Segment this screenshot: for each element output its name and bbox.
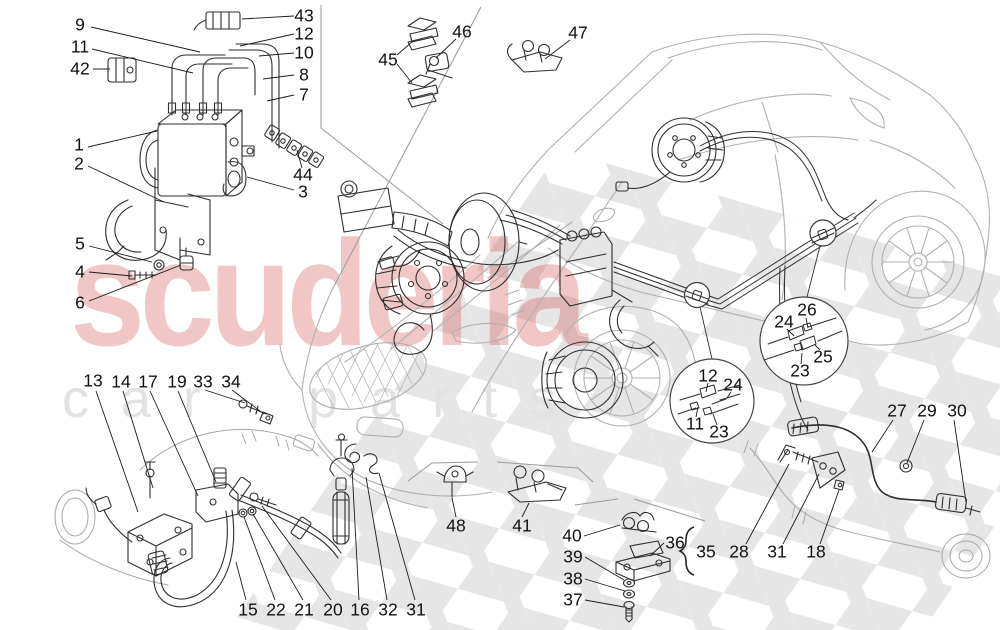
callout-10-10: 10	[294, 42, 314, 63]
callout-7-12: 7	[299, 84, 309, 105]
callout-8-11: 8	[299, 64, 309, 85]
callout-14-19: 14	[111, 371, 131, 392]
section-divider-lines	[320, 5, 706, 522]
callout-38-35: 38	[563, 568, 583, 589]
callout-33-22: 33	[193, 371, 213, 392]
front-brake-hose-assembly	[85, 399, 342, 608]
callout-15-24: 15	[238, 599, 258, 620]
callout-41-32: 41	[512, 515, 532, 536]
watermark-brand: scuderia	[70, 209, 587, 377]
callout-30-44: 30	[947, 400, 967, 421]
callout-13-18: 13	[83, 370, 103, 391]
callout-3-14: 3	[298, 181, 308, 202]
front-car-outline	[279, 181, 698, 509]
callout-45-15: 45	[378, 49, 398, 70]
callout-20-27: 20	[323, 599, 343, 620]
callout-27-42: 27	[887, 400, 907, 421]
callout-12-9: 12	[294, 23, 314, 44]
callout-44-13: 44	[293, 164, 313, 185]
dark-parts	[85, 11, 981, 623]
booster-master-cylinder	[337, 180, 528, 292]
callout-12-49: 12	[698, 365, 718, 386]
callout-31-40: 31	[767, 541, 787, 562]
group-35-40-parts	[615, 511, 671, 623]
callout-16-28: 16	[350, 599, 370, 620]
callout-5-5: 5	[75, 233, 85, 254]
callout-17-20: 17	[138, 371, 158, 392]
parking-brake-cables	[777, 416, 981, 516]
callout-47-17: 47	[568, 22, 588, 43]
callout-37-36: 37	[563, 589, 583, 610]
callout-42-2: 42	[70, 58, 90, 79]
callout-1-3: 1	[74, 134, 84, 155]
callout-43-8: 43	[294, 5, 314, 26]
callout-leader-lines	[87, 15, 967, 608]
callout-32-29: 32	[378, 599, 398, 620]
callout-21-26: 21	[294, 599, 314, 620]
callout-11-1: 11	[70, 36, 90, 57]
callout-26-45: 26	[797, 299, 817, 320]
callout-39-34: 39	[563, 546, 583, 567]
watermark-tagline: car parts	[62, 369, 589, 429]
pipe-clip-chain-44	[264, 124, 325, 168]
rear-car-outline	[487, 33, 990, 346]
clip-48-bracket-41	[436, 465, 567, 503]
callout-35-38: 35	[696, 541, 716, 562]
callout-31-30: 31	[406, 599, 426, 620]
callout-24-46: 24	[774, 311, 794, 332]
callout-36-37: 36	[665, 532, 685, 553]
callout-25-47: 25	[813, 346, 833, 367]
callout-48-31: 48	[446, 515, 466, 536]
callout-18-41: 18	[806, 541, 826, 562]
callout-22-25: 22	[266, 599, 286, 620]
callout-34-23: 34	[221, 371, 241, 392]
pipe-clips-45-46-47	[407, 17, 563, 108]
grouping-brace	[678, 526, 695, 576]
clips-16-32-sleeve	[329, 433, 379, 545]
detail-circles	[669, 219, 849, 444]
rear-left-brake-disc	[615, 117, 725, 192]
callout-28-39: 28	[729, 541, 749, 562]
callout-23-52: 23	[709, 421, 729, 442]
callout-29-43: 29	[917, 400, 937, 421]
background-extras	[54, 428, 991, 586]
callout-4-6: 4	[75, 261, 85, 282]
callout-2-4: 2	[74, 153, 84, 174]
abs-unit-inset	[105, 11, 325, 280]
callout-24-50: 24	[723, 374, 743, 395]
callout-11-51: 11	[685, 413, 705, 434]
callout-40-33: 40	[562, 525, 582, 546]
abs-unit-on-car	[393, 209, 659, 357]
callout-6-7: 6	[75, 292, 85, 313]
callout-46-16: 46	[452, 21, 472, 42]
callout-19-21: 19	[167, 371, 187, 392]
front-right-brake-disc	[541, 341, 624, 419]
callout-23-48: 23	[790, 360, 810, 381]
callout-9-0: 9	[75, 14, 85, 35]
